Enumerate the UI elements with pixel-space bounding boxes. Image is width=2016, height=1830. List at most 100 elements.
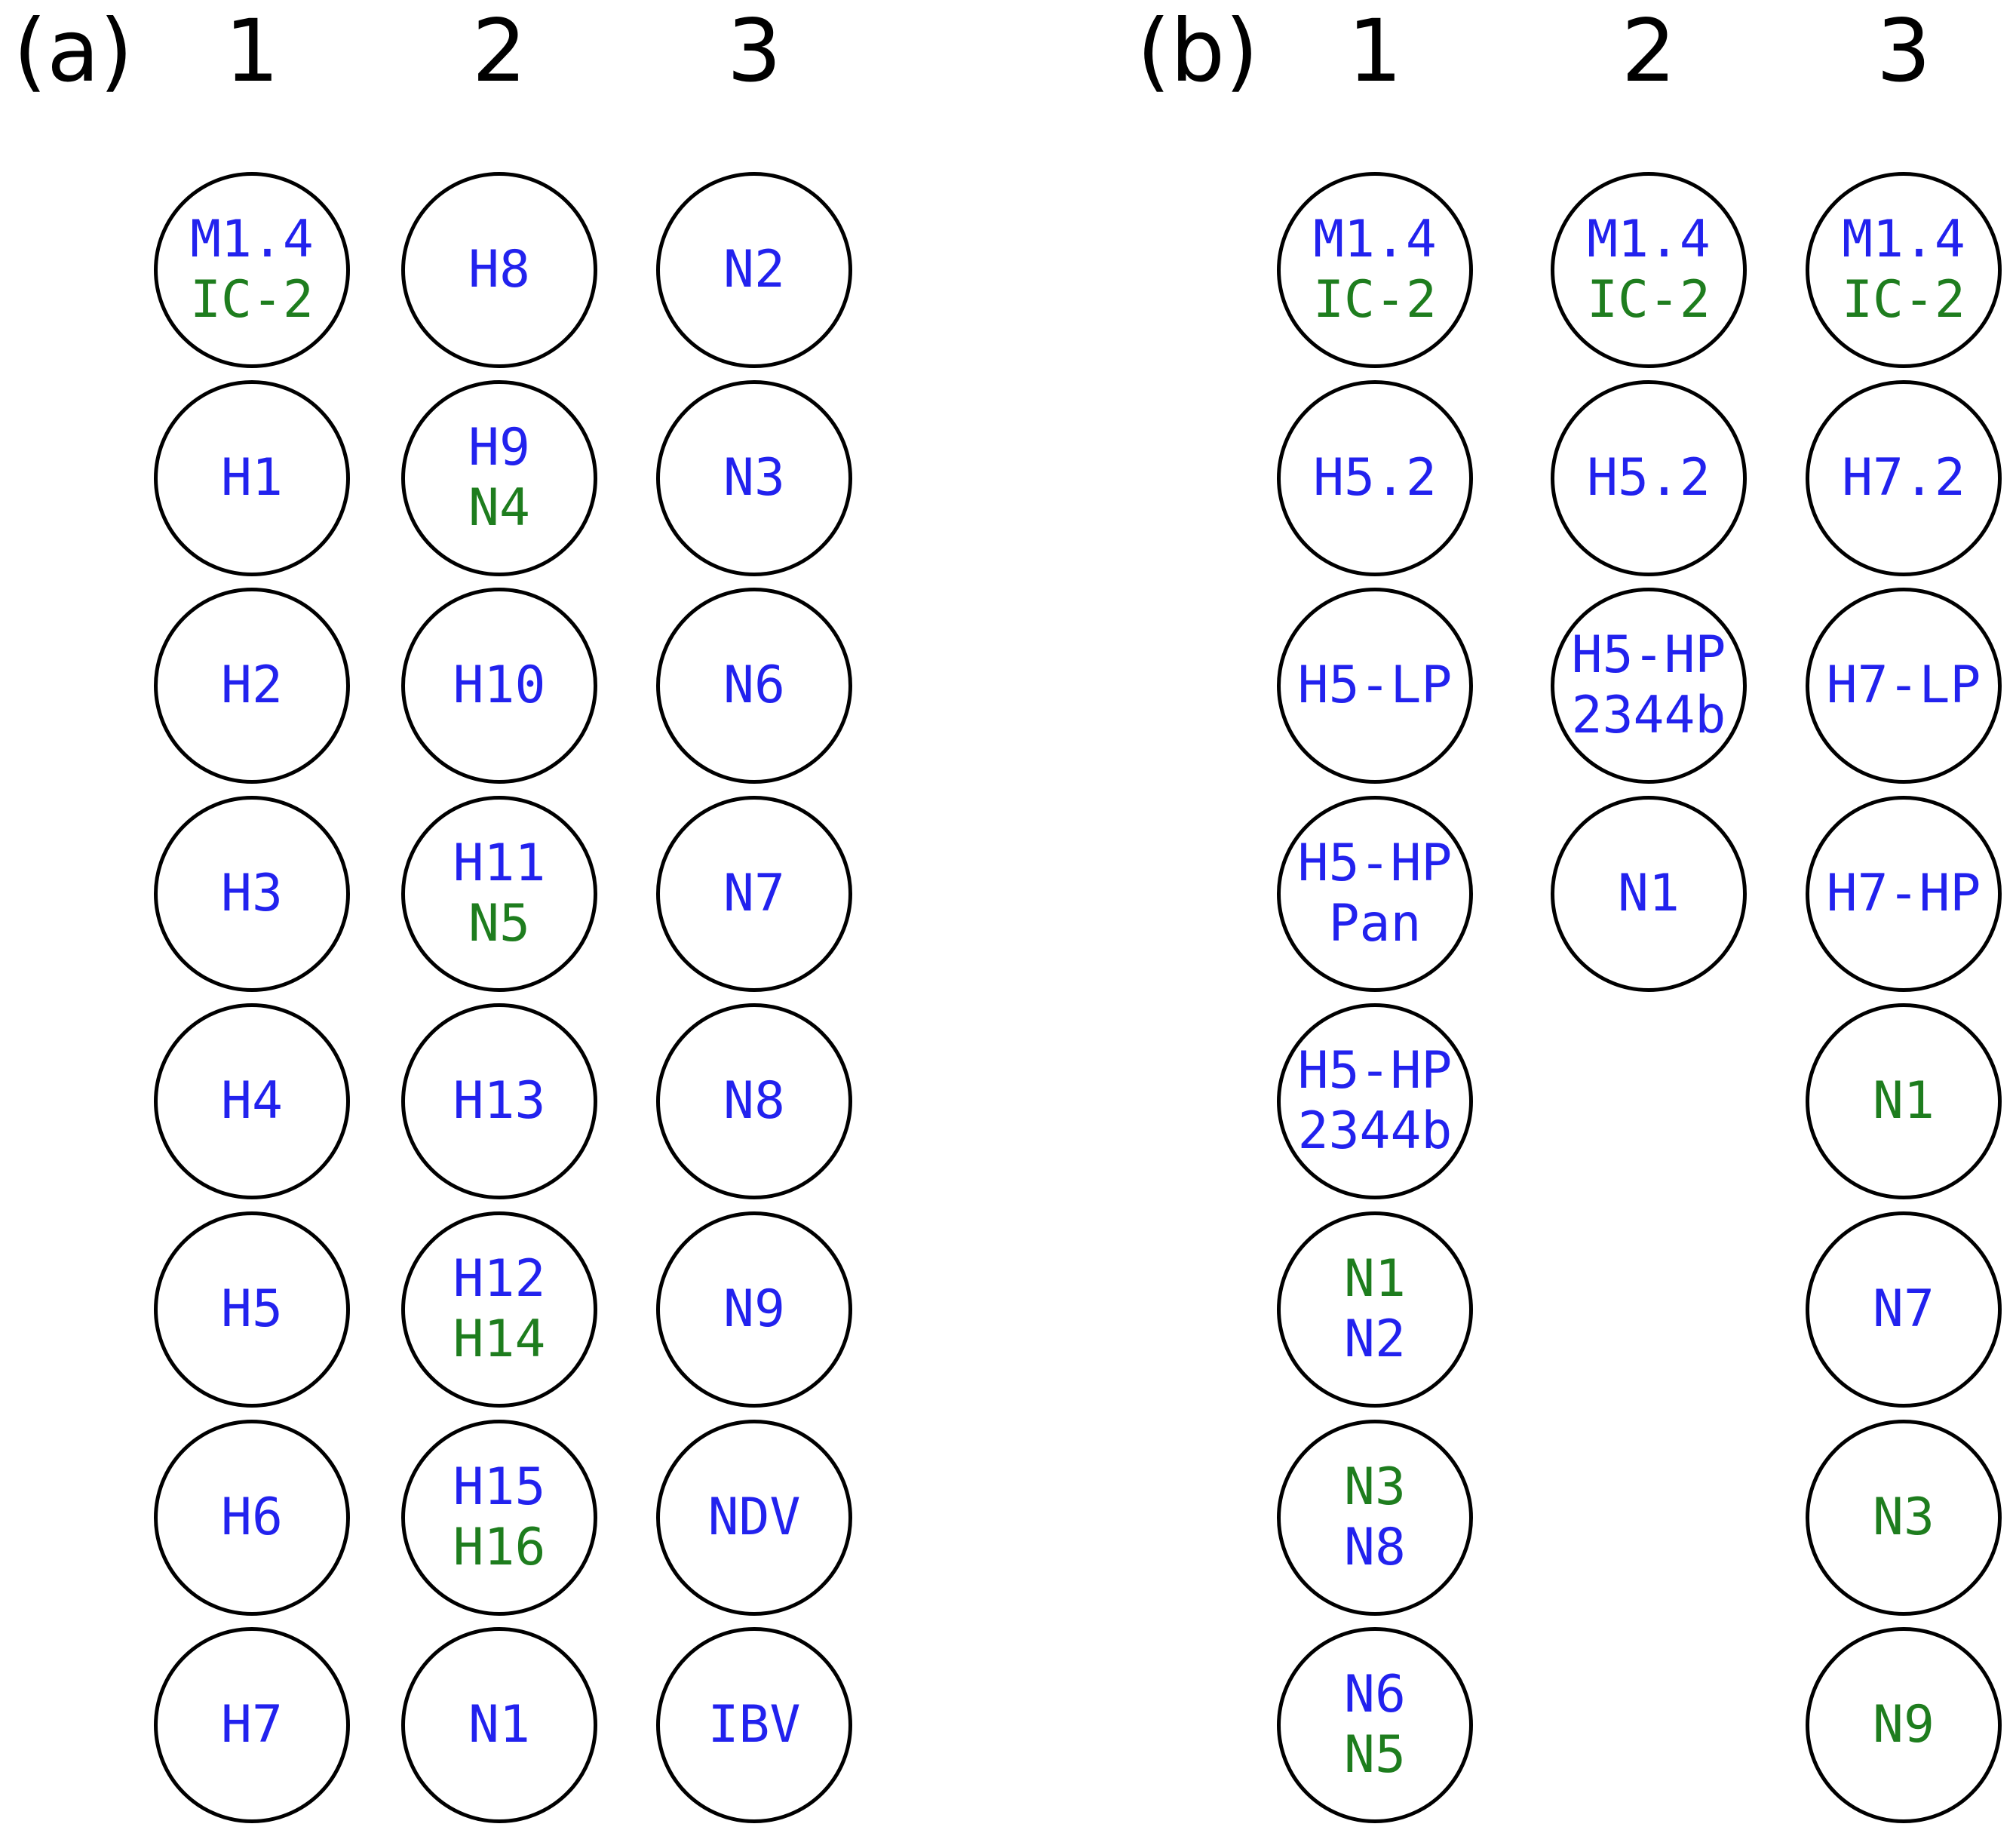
spot-label: H5.2	[1587, 447, 1711, 508]
assay-spot: H7-LP	[1806, 588, 2002, 785]
panel-b-column-header-3: 3	[1876, 1, 1932, 101]
spot-label: H16	[453, 1517, 546, 1577]
assay-spot: N1	[401, 1627, 597, 1824]
spot-label: H7	[221, 1695, 283, 1755]
spot-label: M1.4	[190, 210, 314, 269]
assay-spot: N7	[1806, 1211, 2002, 1408]
spot-label: N3	[1873, 1487, 1935, 1547]
assay-spot: N3	[1806, 1419, 2002, 1616]
spot-label: H7.2	[1842, 447, 1965, 508]
spot-label: N7	[1873, 1279, 1935, 1339]
panel-b-label: (b)	[1137, 1, 1259, 101]
spot-label: H5-HP	[1297, 833, 1453, 893]
spot-label: M1.4	[1587, 210, 1711, 269]
panel-a-column-header-1: 1	[224, 1, 280, 101]
assay-spot: IBV	[656, 1627, 852, 1824]
assay-spot: H6	[154, 1419, 350, 1616]
spot-label: H13	[453, 1071, 546, 1131]
spot-label: H2	[221, 656, 283, 716]
spot-label: N7	[723, 863, 785, 923]
assay-spot: H5.2	[1277, 379, 1473, 576]
assay-spot: H7	[154, 1627, 350, 1824]
spot-label: H12	[453, 1249, 546, 1309]
assay-spot: H10	[401, 588, 597, 785]
spot-label: N3	[723, 447, 785, 508]
spot-label: N5	[1344, 1725, 1406, 1785]
spot-label: H11	[453, 833, 546, 893]
assay-spot: H5-LP	[1277, 588, 1473, 785]
spot-label: N8	[723, 1071, 785, 1131]
spot-label: N2	[1344, 1310, 1406, 1369]
spot-label: Pan	[1328, 893, 1422, 953]
assay-spot: H3	[154, 795, 350, 992]
spot-label: H7-LP	[1826, 656, 1981, 716]
spot-label: H15	[453, 1457, 546, 1517]
spot-label: IC-2	[1587, 270, 1711, 330]
spot-label: N6	[723, 656, 785, 716]
spot-label: M1.4	[1842, 210, 1965, 269]
assay-spot: N1	[1806, 1003, 2002, 1200]
panel-a-label: (a)	[13, 1, 133, 101]
assay-spot: N9	[1806, 1627, 2002, 1824]
assay-spot: H7.2	[1806, 379, 2002, 576]
assay-spot: N9	[656, 1211, 852, 1408]
spot-label: H8	[468, 240, 530, 299]
spot-label: M1.4	[1313, 210, 1437, 269]
assay-spot: N2	[656, 172, 852, 368]
panel-a-column-header-2: 2	[471, 1, 527, 101]
spot-label: N1	[1344, 1249, 1406, 1309]
spot-label: IC-2	[190, 270, 314, 330]
spot-label: H5.2	[1313, 447, 1437, 508]
assay-spot: H5	[154, 1211, 350, 1408]
spot-label: N1	[1618, 863, 1680, 923]
spot-label: IC-2	[1842, 270, 1965, 330]
spot-label: N4	[468, 477, 530, 538]
spot-label: H5-HP	[1571, 625, 1726, 686]
assay-spot: H1	[154, 379, 350, 576]
assay-spot: H13	[401, 1003, 597, 1200]
assay-spot: N7	[656, 795, 852, 992]
spot-label: H10	[453, 656, 546, 716]
spot-label: N9	[1873, 1695, 1935, 1755]
panel-b-column-header-2: 2	[1621, 1, 1677, 101]
spot-label: N8	[1344, 1517, 1406, 1577]
panel-b-column-header-1: 1	[1347, 1, 1403, 101]
spot-label: 2344b	[1571, 686, 1726, 746]
spot-label: H6	[221, 1487, 283, 1547]
spot-label: 2344b	[1297, 1101, 1453, 1162]
spot-label: N3	[1344, 1457, 1406, 1517]
spot-label: N6	[1344, 1665, 1406, 1725]
assay-spot: N3	[656, 379, 852, 576]
spot-label: N9	[723, 1279, 785, 1339]
spot-label: H5-LP	[1297, 656, 1453, 716]
spot-label: H3	[221, 863, 283, 923]
spot-label: H5-HP	[1297, 1041, 1453, 1101]
spot-label: N5	[468, 893, 530, 953]
panel-a-column-header-3: 3	[726, 1, 782, 101]
assay-spot: N1	[1551, 795, 1747, 992]
assay-spot: H4	[154, 1003, 350, 1200]
assay-spot: H8	[401, 172, 597, 368]
spot-label: H7-HP	[1826, 863, 1981, 923]
spot-label: N1	[1873, 1071, 1935, 1131]
spot-label: IBV	[707, 1695, 801, 1755]
assay-spot: H2	[154, 588, 350, 785]
assay-spot: H5.2	[1551, 379, 1747, 576]
spot-label: H1	[221, 447, 283, 508]
assay-spot: N8	[656, 1003, 852, 1200]
spot-label: N1	[468, 1695, 530, 1755]
spot-label: H9	[468, 417, 530, 477]
